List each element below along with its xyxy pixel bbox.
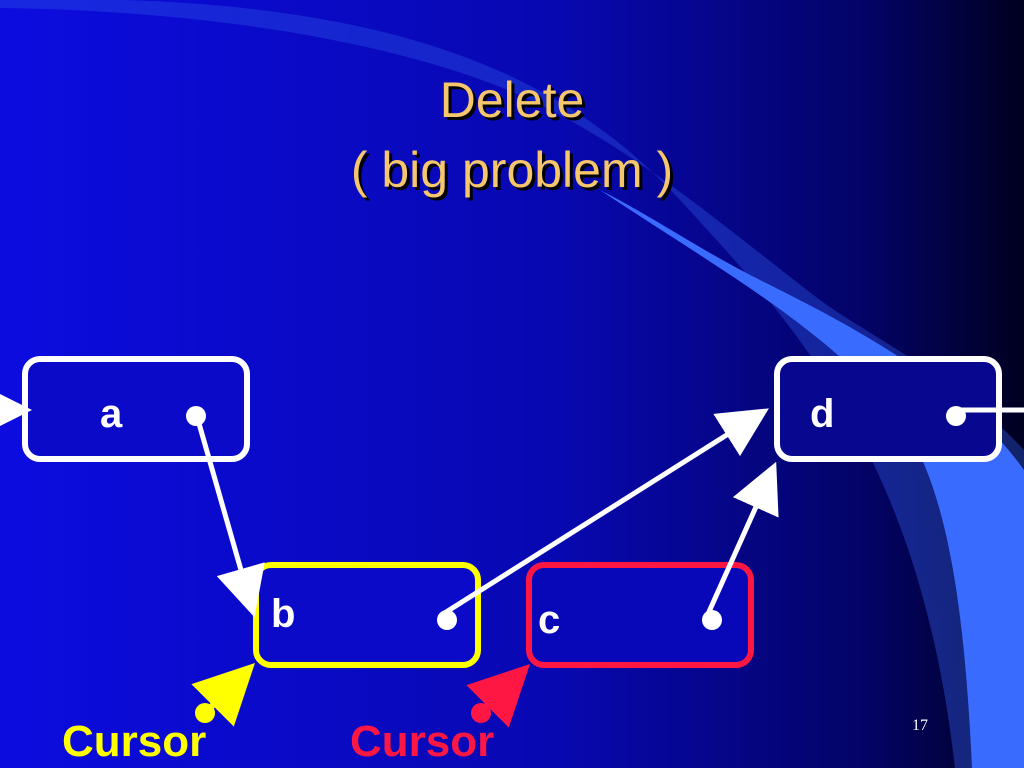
yellow-cursor-arrow xyxy=(191,663,255,727)
node-d-label: d xyxy=(810,392,835,436)
node-d: d xyxy=(774,356,1002,462)
red-cursor-arrow xyxy=(466,664,530,728)
node-a-pointer-dot xyxy=(186,406,206,426)
page-number: 17 xyxy=(912,717,928,734)
node-c-label: c xyxy=(538,598,561,642)
arrow-b-to-d xyxy=(441,408,769,617)
arrow-a-to-b xyxy=(195,419,265,618)
node-b-label: b xyxy=(271,592,296,636)
node-a-label: a xyxy=(100,392,123,436)
arrow-c-to-d xyxy=(705,461,779,616)
node-c-pointer-dot xyxy=(702,610,722,630)
slide-subtitle: ( big problem ) xyxy=(350,142,674,198)
node-c: c xyxy=(526,562,754,668)
yellow-cursor-label: Cursor xyxy=(62,717,207,766)
red-cursor-label: Cursor xyxy=(350,717,495,766)
node-b-pointer-dot xyxy=(437,610,457,630)
slide-title: Delete xyxy=(439,72,585,128)
